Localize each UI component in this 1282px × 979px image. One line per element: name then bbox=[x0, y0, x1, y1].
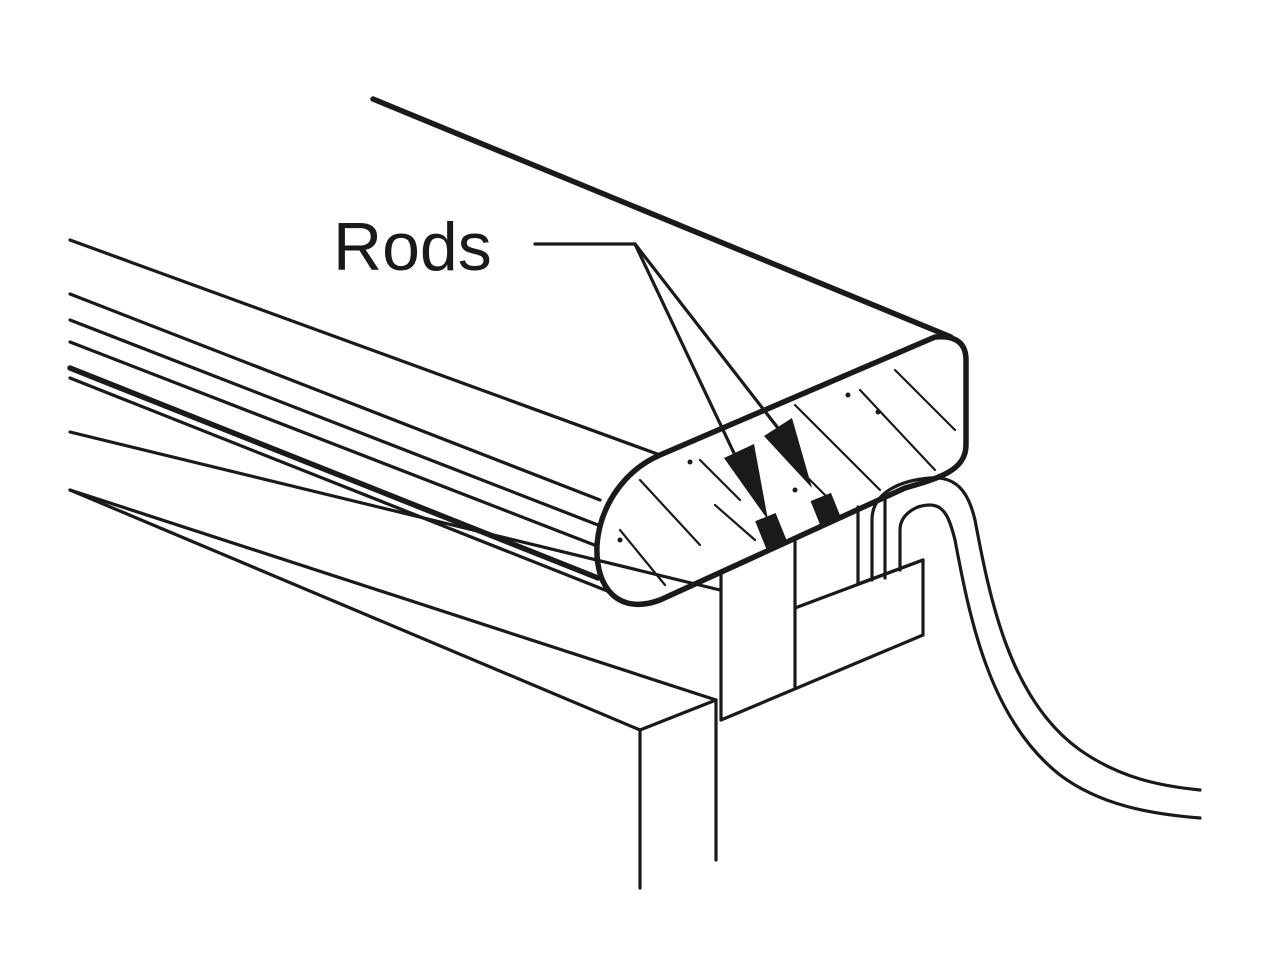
frame-corner-top bbox=[638, 698, 718, 732]
rod-left bbox=[755, 512, 787, 550]
frame-upper-edge bbox=[68, 430, 722, 592]
callout-arrow-shaft-left bbox=[633, 242, 744, 472]
cap-section-dots bbox=[617, 392, 881, 543]
cap-groove-dark bbox=[67, 365, 601, 581]
bracket-top-slant bbox=[856, 558, 925, 586]
cap-groove-line-2 bbox=[68, 318, 600, 527]
cap-rear-edge bbox=[370, 96, 954, 340]
bracket-bottom-edge bbox=[719, 633, 925, 722]
cable-inner bbox=[898, 503, 1202, 820]
cap-groove-line-1 bbox=[68, 292, 602, 502]
cap-top-front-edge bbox=[68, 238, 662, 457]
callout-arrowhead-right bbox=[764, 418, 812, 488]
callout-arrow-shaft-right bbox=[633, 242, 797, 452]
frame-lower-edge bbox=[68, 488, 718, 702]
frame-corner-left-join bbox=[68, 488, 642, 732]
cable-outer bbox=[870, 476, 1202, 792]
cap-groove-line-4 bbox=[68, 376, 612, 594]
rod-right bbox=[810, 492, 842, 528]
cap-end-profile bbox=[594, 334, 969, 608]
callout-arrowhead-left bbox=[724, 444, 768, 520]
cap-groove-line-3 bbox=[68, 340, 599, 548]
callout-label: Rods bbox=[333, 209, 492, 285]
